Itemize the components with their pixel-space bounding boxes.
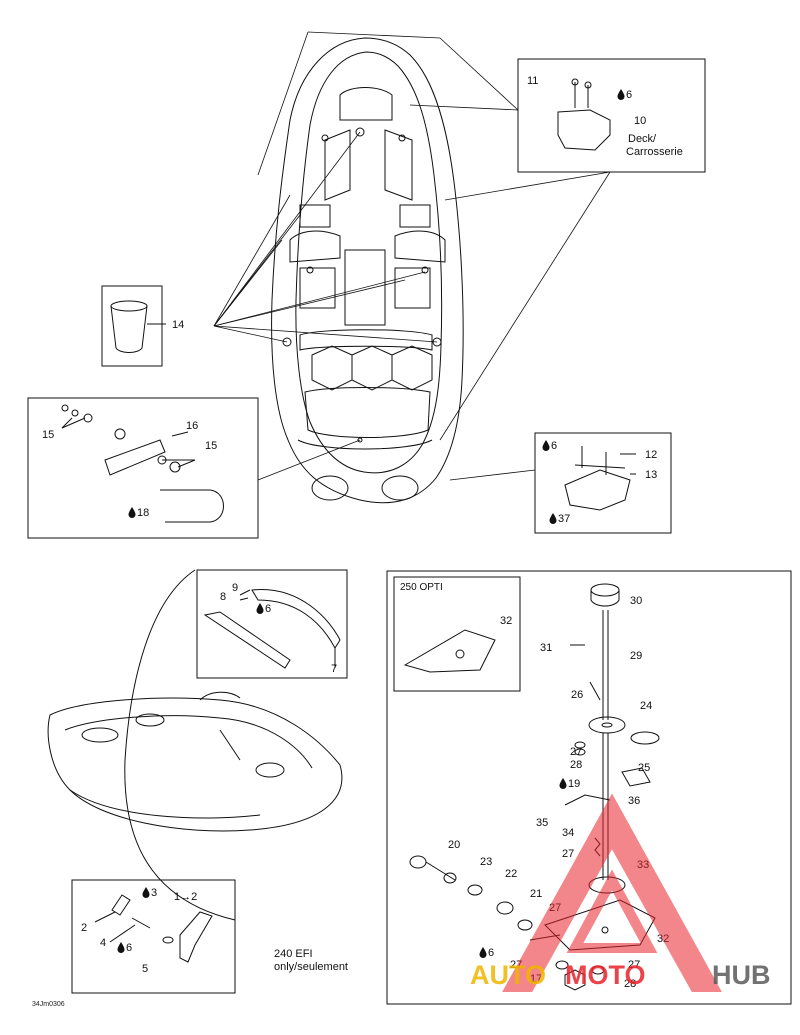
lever-parts [94, 894, 213, 963]
drawing-code: 34Jm0306 [32, 1001, 65, 1008]
box-steering [386, 570, 792, 1005]
torque-3: 3 [151, 887, 157, 899]
torque-drop-icon [549, 513, 557, 524]
torque-drop-icon [128, 507, 136, 518]
efi-label-line1: 240 EFI [274, 948, 313, 960]
callout-32a: 32 [500, 615, 512, 627]
cup-part [110, 300, 166, 353]
box-grab-handle [196, 569, 348, 679]
callout-34: 34 [562, 827, 574, 839]
callout-2: 2 [81, 922, 87, 934]
callout-5: 5 [142, 963, 148, 975]
callout-15b: 15 [205, 440, 217, 452]
watermark-logo: AUTO MOTO HUB [470, 793, 771, 992]
watermark-triangle-icon [502, 793, 722, 992]
callout-13: 13 [645, 469, 657, 481]
callout-28b: 28 [624, 978, 636, 990]
callout-28a: 28 [570, 759, 582, 771]
torque-6a: 6 [626, 89, 632, 101]
callout-22: 22 [505, 868, 517, 880]
callout-27e: 27 [628, 959, 640, 971]
deck-label-line2: Carrosserie [626, 146, 683, 158]
callout-11: 11 [527, 75, 538, 87]
torque-drop-icon [617, 89, 625, 100]
torque-drop-icon [142, 887, 150, 898]
callout-31: 31 [540, 642, 552, 654]
callout-4: 4 [100, 937, 106, 949]
callout-27b: 27 [562, 848, 574, 860]
callout-9: 9 [232, 582, 238, 594]
box-deck-bracket [517, 58, 706, 173]
torque-labels: 6 18 6 37 6 19 6 3 6 [117, 89, 632, 959]
box-cup [101, 285, 163, 367]
callout-12: 12 [645, 449, 657, 461]
deck-label-line1: Deck/ [628, 133, 657, 145]
torque-drop-icon [542, 440, 550, 451]
box-rear-bracket [534, 432, 672, 534]
grab-handle-parts [203, 589, 341, 669]
callout-7: 7 [331, 663, 337, 675]
arrow-label: 1→2 [174, 891, 197, 903]
callout-23: 23 [480, 856, 492, 868]
watermark-text-moto: MOTO [565, 960, 646, 990]
callout-24: 24 [640, 700, 652, 712]
hull-drawing [47, 569, 343, 921]
callout-27a: 27 [570, 746, 582, 758]
torque-drop-icon [479, 947, 487, 958]
torque-drop-icon [559, 778, 567, 789]
callout-16: 16 [186, 420, 198, 432]
box-lever [71, 879, 236, 994]
torque-19: 19 [568, 778, 580, 790]
torque-drop-icon [256, 603, 264, 614]
deck-drawing [271, 37, 464, 504]
callout-15a: 15 [42, 429, 54, 441]
watermark-text-auto: AUTO [470, 960, 546, 990]
torque-6e: 6 [126, 942, 132, 954]
callout-26: 26 [571, 689, 583, 701]
leader-lines-top [213, 31, 611, 481]
torque-6d: 6 [488, 947, 494, 959]
torque-37: 37 [558, 513, 570, 525]
callout-14: 14 [172, 319, 184, 331]
watermark-text-hub: HUB [712, 960, 771, 990]
callout-25: 25 [638, 762, 650, 774]
torque-6c: 6 [265, 603, 271, 615]
torque-drop-icon [117, 942, 125, 953]
torque-6b: 6 [551, 440, 557, 452]
deck-bracket-parts [557, 78, 611, 151]
box-u-bolt [27, 397, 259, 539]
callout-10: 10 [634, 115, 646, 127]
rear-bracket-parts [564, 446, 636, 511]
u-bolt-parts [61, 404, 224, 523]
callout-21: 21 [530, 888, 542, 900]
steering-parts [403, 583, 660, 991]
opti-label: 250 OPTI [400, 582, 443, 593]
callout-36: 36 [628, 795, 640, 807]
callout-29: 29 [630, 650, 642, 662]
torque-18: 18 [137, 507, 149, 519]
callout-35: 35 [536, 817, 548, 829]
box-opti [393, 576, 521, 692]
callout-20: 20 [448, 839, 460, 851]
callout-30: 30 [630, 595, 642, 607]
efi-label-line2: only/seulement [274, 961, 348, 973]
callout-8: 8 [220, 591, 226, 603]
